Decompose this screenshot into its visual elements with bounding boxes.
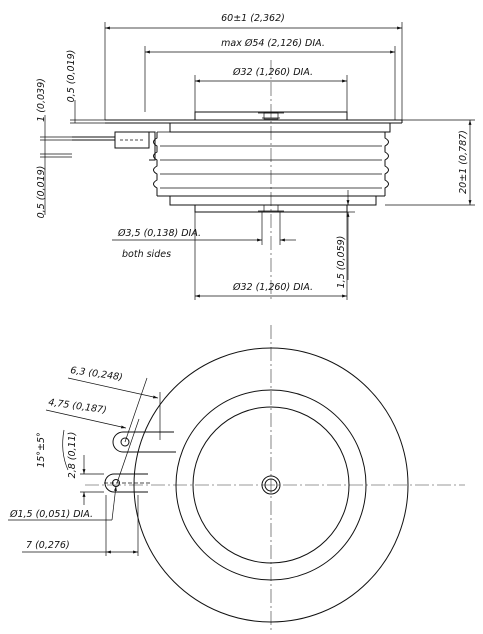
outer-flange-circle bbox=[133, 347, 409, 623]
terminal-length-dimension-line bbox=[67, 377, 159, 399]
terminal-thickness-label: 1 (0,039) bbox=[36, 78, 47, 122]
terminal-offset-dimension-line bbox=[45, 409, 127, 429]
inner-housing-circle bbox=[175, 389, 367, 581]
pin-hole-note: both sides bbox=[122, 249, 171, 260]
top-view: 6,3 (0,248) 4,75 (0,187) 15°±5° 2,8 (0,1… bbox=[8, 325, 465, 632]
contact-face-circle bbox=[192, 406, 350, 564]
center-pin-hole-outer bbox=[261, 475, 281, 495]
terminal-reach-label: 7 (0,276) bbox=[26, 540, 70, 551]
gate-terminal-side bbox=[72, 131, 156, 161]
terminal-hole-diameter-label: Ø1,5 (0,051) DIA. bbox=[9, 509, 93, 520]
lower-flange-thickness-label: 0,5 (0,019) bbox=[36, 166, 47, 219]
flange-diameter-label: max Ø54 (2,126) DIA. bbox=[221, 38, 325, 49]
ceramic-housing bbox=[153, 131, 389, 197]
pin-hole-depth-label: 1,5 (0,059) bbox=[336, 236, 347, 289]
center-pin-hole-inner bbox=[264, 478, 278, 492]
bottom-contact-diameter-label: Ø32 (1,260) DIA. bbox=[232, 282, 313, 293]
side-view: 60±1 (2,362) max Ø54 (2,126) DIA. Ø32 (1… bbox=[36, 13, 475, 300]
lower-flange bbox=[169, 196, 377, 213]
upper-flange bbox=[105, 119, 403, 133]
gate-terminal-tab bbox=[104, 431, 176, 493]
gate-tab-hole bbox=[120, 437, 130, 447]
overall-width-label: 60±1 (2,362) bbox=[221, 13, 285, 24]
top-contact-diameter-label: Ø32 (1,260) DIA. bbox=[232, 67, 313, 78]
terminal-offset-label: 4,75 (0,187) bbox=[48, 397, 108, 416]
terminal-angle-label: 15°±5° bbox=[36, 432, 47, 468]
terminal-width-label: 2,8 (0,11) bbox=[67, 432, 78, 479]
height-label: 20±1 (0,787) bbox=[458, 130, 469, 194]
terminal-length-label: 6,3 (0,248) bbox=[70, 365, 124, 383]
upper-flange-thickness-label: 0,5 (0,019) bbox=[66, 50, 77, 103]
pin-hole-diameter-label: Ø3,5 (0,138) DIA. bbox=[117, 228, 201, 239]
